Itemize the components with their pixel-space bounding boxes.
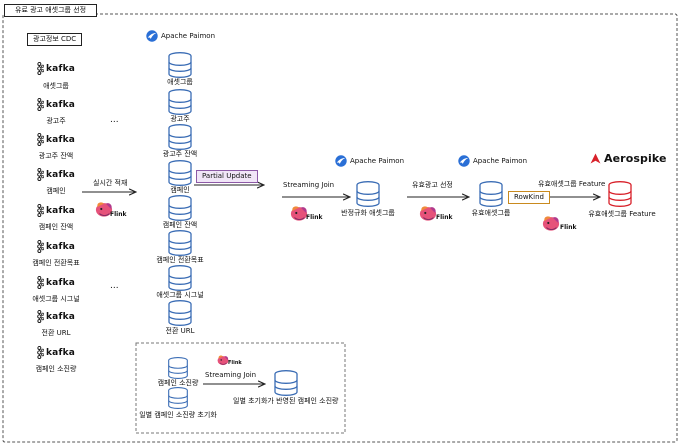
streaming-join-label: Streaming Join xyxy=(283,181,335,189)
paimon-table-label: 전환 URL xyxy=(165,327,195,335)
db-icon-denorm xyxy=(356,181,380,207)
denorm-table-label: 반정규화 애셋그룹 xyxy=(341,209,395,217)
paimon-bird-icon xyxy=(458,155,470,167)
db-icon xyxy=(168,195,192,221)
feature-table-label: 유효애셋그룹 Feature xyxy=(588,210,656,218)
ellipsis: ... xyxy=(110,281,119,291)
partial-update-label: Partial Update xyxy=(196,170,258,183)
db-icon-feature xyxy=(608,181,632,207)
feature-arrow-label: 유효애셋그룹 Feature xyxy=(538,180,606,188)
kafka-logo-icon xyxy=(36,204,44,217)
db-icon xyxy=(168,52,192,78)
db-icon xyxy=(168,124,192,150)
db-icon xyxy=(168,89,192,115)
kafka-logo-text: kafka xyxy=(46,241,76,252)
db-icon-consumption xyxy=(168,357,188,379)
kafka-topic-label: 캠페인 소진량 xyxy=(35,365,77,373)
kafka-logo-icon xyxy=(36,276,44,289)
sub-daily-reset-label: 일별 캠페인 소진량 초기화 xyxy=(139,411,217,419)
kafka-logo-text: kafka xyxy=(46,99,76,110)
flink-label: Flink xyxy=(306,214,323,221)
kafka-logo: kafka xyxy=(36,168,75,181)
kafka-logo: kafka xyxy=(36,133,75,146)
flink-icon xyxy=(290,205,308,222)
kafka-logo-text: kafka xyxy=(46,134,76,145)
paimon-table-label: 캠페인 xyxy=(170,186,190,194)
paimon-logo-text: Apache Paimon xyxy=(473,157,528,165)
valid-table-label: 유효애셋그룹 xyxy=(471,209,511,217)
kafka-topic-label: 캠페인 잔액 xyxy=(38,223,74,231)
paid-selection-label: 유효광고 선정 xyxy=(412,181,453,189)
aerospike-logo: Aerospike xyxy=(590,152,667,165)
outer-frame xyxy=(2,13,678,443)
sub-process-frame xyxy=(135,342,346,434)
kafka-logo-text: kafka xyxy=(46,277,76,288)
kafka-logo-text: kafka xyxy=(46,205,76,216)
kafka-logo-text: kafka xyxy=(46,311,76,322)
kafka-logo: kafka xyxy=(36,310,75,323)
paimon-table-label: 광고주 xyxy=(170,115,190,123)
paimon-bird-icon xyxy=(335,155,347,167)
kafka-topic-label: 애셋그룹 시그널 xyxy=(32,295,80,303)
paimon-bird-icon xyxy=(146,30,158,42)
flink-label: Flink xyxy=(436,214,453,221)
kafka-logo: kafka xyxy=(36,276,75,289)
kafka-logo-icon xyxy=(36,310,44,323)
rowkind-label: RowKind xyxy=(508,191,550,204)
kafka-logo: kafka xyxy=(36,98,75,111)
paimon-logo-text: Apache Paimon xyxy=(161,32,216,40)
kafka-logo-icon xyxy=(36,133,44,146)
flink-icon xyxy=(217,355,229,366)
kafka-logo: kafka xyxy=(36,204,75,217)
flink-label: Flink xyxy=(110,211,127,218)
paimon-logo-text: Apache Paimon xyxy=(350,157,405,165)
kafka-topic-label: 캠페인 xyxy=(46,187,66,195)
db-icon xyxy=(168,265,192,291)
kafka-logo: kafka xyxy=(36,62,75,75)
ellipsis: ... xyxy=(110,115,119,125)
paimon-table-label: 애셋그룹 xyxy=(167,78,193,86)
kafka-logo-icon xyxy=(36,346,44,359)
flink-icon xyxy=(419,205,437,222)
kafka-logo-icon xyxy=(36,62,44,75)
paimon-table-label: 애셋그룹 시그널 xyxy=(156,291,204,299)
aerospike-logo-icon xyxy=(590,153,601,164)
paimon-table-label: 캠페인 잔액 xyxy=(162,221,198,229)
db-icon xyxy=(168,160,192,186)
kafka-logo-text: kafka xyxy=(46,169,76,180)
kafka-logo-icon xyxy=(36,240,44,253)
db-icon-daily-reset xyxy=(168,387,188,409)
sub-result-label: 일별 초기화가 반영된 캠페인 소진량 xyxy=(233,397,339,405)
realtime-load-label: 실시간 적재 xyxy=(93,179,128,187)
aerospike-logo-text: Aerospike xyxy=(604,152,667,165)
kafka-topic-label: 애셋그룹 xyxy=(43,82,69,90)
kafka-logo-icon xyxy=(36,98,44,111)
kafka-logo-text: kafka xyxy=(46,347,76,358)
paimon-logo-denorm: Apache Paimon xyxy=(335,155,404,167)
sub-flink-label: Flink xyxy=(228,360,242,366)
paimon-table-label: 캠페인 전환목표 xyxy=(156,256,204,264)
diagram-title: 유료 광고 애셋그룹 선정 xyxy=(4,4,98,17)
kafka-logo-icon xyxy=(36,168,44,181)
db-icon-result xyxy=(274,370,298,396)
kafka-logo: kafka xyxy=(36,240,75,253)
paimon-logo-valid: Apache Paimon xyxy=(458,155,527,167)
sub-streaming-join-label: Streaming Join xyxy=(205,371,257,379)
cdc-label: 광고정보 CDC xyxy=(27,33,83,46)
paimon-table-label: 광고주 잔액 xyxy=(162,150,198,158)
paimon-logo-main: Apache Paimon xyxy=(146,30,215,42)
db-icon xyxy=(168,300,192,326)
db-icon xyxy=(168,230,192,256)
db-icon-valid xyxy=(479,181,503,207)
sub-consumption-label: 캠페인 소진량 xyxy=(157,379,199,387)
kafka-logo-text: kafka xyxy=(46,63,76,74)
kafka-topic-label: 광고주 xyxy=(46,117,66,125)
kafka-topic-label: 캠페인 전환목표 xyxy=(32,259,80,267)
flink-icon xyxy=(542,215,560,232)
flink-label: Flink xyxy=(560,224,577,231)
kafka-logo: kafka xyxy=(36,346,75,359)
kafka-topic-label: 광고주 잔액 xyxy=(38,152,74,160)
kafka-topic-label: 전환 URL xyxy=(41,329,71,337)
